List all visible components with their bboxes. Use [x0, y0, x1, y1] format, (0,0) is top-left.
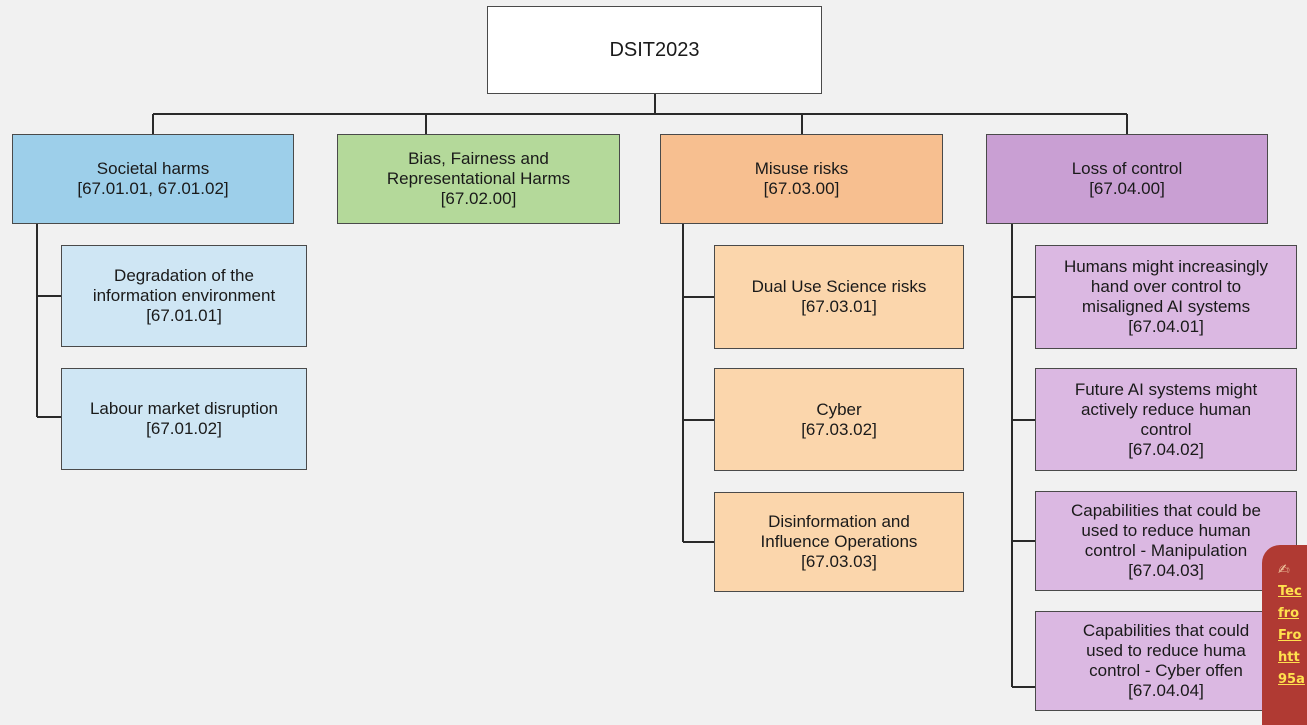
node-dual-use-science-risks: Dual Use Science risks [67.03.01]: [714, 245, 964, 349]
node-degradation-information-environment: Degradation of the information environme…: [61, 245, 307, 347]
overlay-link-5[interactable]: 95a: [1278, 672, 1305, 687]
writing-hand-icon: ✍: [1278, 562, 1290, 578]
category-loss-of-control: Loss of control [67.04.00]: [986, 134, 1268, 224]
node-capabilities-cyber-offense: Capabilities that could used to reduce h…: [1035, 611, 1297, 711]
node-humans-hand-over-control: Humans might increasingly hand over cont…: [1035, 245, 1297, 349]
overlay-link-1[interactable]: Tec: [1278, 584, 1302, 599]
root-node: DSIT2023: [487, 6, 822, 94]
overlay-link-3[interactable]: Fro: [1278, 628, 1302, 643]
source-overlay-panel: ✍ Tec fro Fro htt 95a: [1262, 545, 1307, 725]
category-misuse-risks: Misuse risks [67.03.00]: [660, 134, 943, 224]
node-capabilities-manipulation: Capabilities that could be used to reduc…: [1035, 491, 1297, 591]
category-bias-fairness: Bias, Fairness and Representational Harm…: [337, 134, 620, 224]
category-societal-harms: Societal harms [67.01.01, 67.01.02]: [12, 134, 294, 224]
overlay-link-2[interactable]: fro: [1278, 606, 1299, 621]
node-future-ai-reduce-control: Future AI systems might actively reduce …: [1035, 368, 1297, 471]
overlay-link-4[interactable]: htt: [1278, 650, 1300, 665]
node-disinformation-influence-operations: Disinformation and Influence Operations …: [714, 492, 964, 592]
node-cyber: Cyber [67.03.02]: [714, 368, 964, 471]
node-labour-market-disruption: Labour market disruption [67.01.02]: [61, 368, 307, 470]
